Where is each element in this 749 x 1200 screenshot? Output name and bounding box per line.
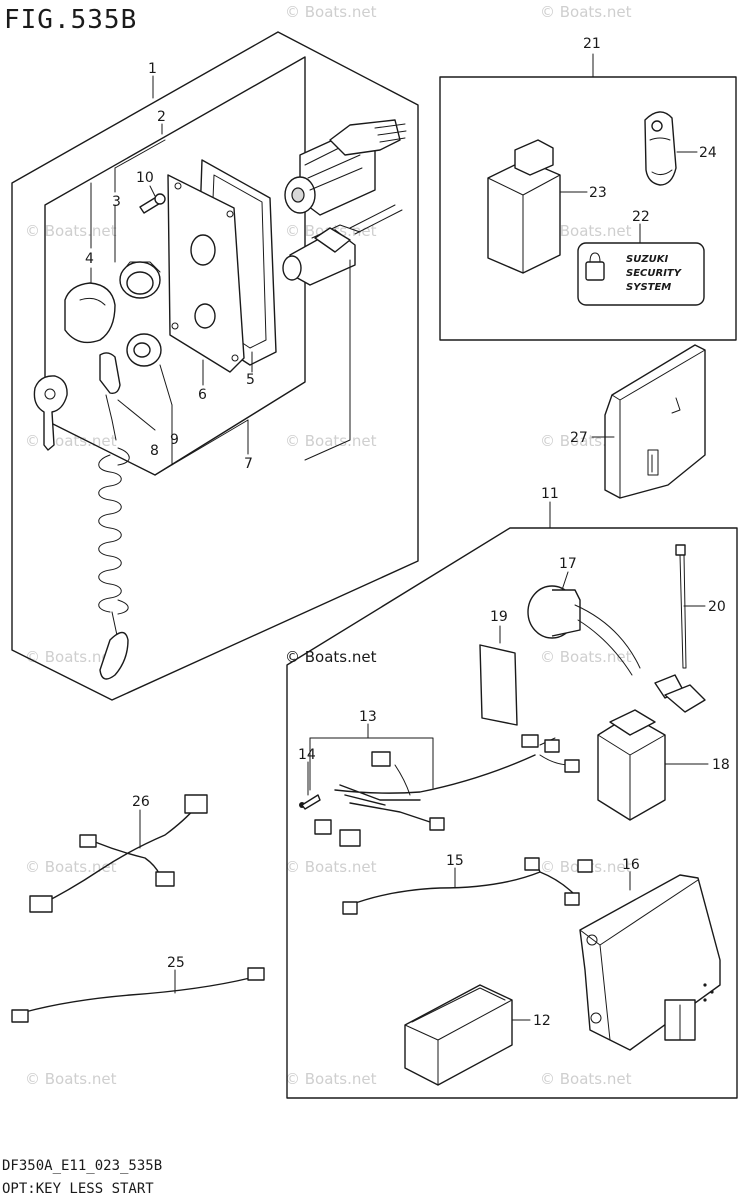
watermark: © Boats.net <box>25 222 117 240</box>
coil-cord <box>98 447 130 680</box>
watermark: © Boats.net <box>285 1070 377 1088</box>
watermark: © Boats.net <box>540 648 632 666</box>
leader-9 <box>159 364 173 406</box>
callout-21: 21 <box>583 36 601 52</box>
harness-13 <box>334 754 536 823</box>
callout-8: 8 <box>150 443 159 459</box>
leader-8 <box>117 399 156 431</box>
part-26-harness <box>29 794 208 913</box>
box-11-outline <box>286 527 738 1099</box>
leader-10 <box>149 185 156 197</box>
callout-23: 23 <box>589 185 607 201</box>
callout-7: 7 <box>244 456 253 472</box>
callout-26: 26 <box>132 794 150 810</box>
watermark: © Boats.net <box>25 432 117 450</box>
cable-tie-20 <box>675 544 686 556</box>
fob-24 <box>644 111 677 186</box>
figure-title: FIG.535B <box>4 5 137 35</box>
watermark: © Boats.net <box>25 648 117 666</box>
module-23 <box>487 159 561 274</box>
callout-5: 5 <box>246 372 255 388</box>
callout-4: 4 <box>85 251 94 267</box>
callout-20: 20 <box>708 599 726 615</box>
case-12 <box>404 984 513 1086</box>
callout-25: 25 <box>167 955 185 971</box>
watermark: © Boats.net <box>285 432 377 450</box>
callout-9: 9 <box>170 432 179 448</box>
mount-plate-6 <box>167 174 245 373</box>
callout-labels: 1 2 3 4 5 6 7 8 9 10 11 12 13 14 15 16 1… <box>85 36 730 1029</box>
callout-10: 10 <box>136 170 154 186</box>
bracket-16 <box>579 874 721 1051</box>
callout-19: 19 <box>490 609 508 625</box>
watermark: © Boats.net <box>540 3 632 21</box>
callout-6: 6 <box>198 387 207 403</box>
security-logo-line2: SECURITY <box>626 268 683 279</box>
group-1-key-switch-kit <box>11 31 419 701</box>
watermark: © Boats.net <box>25 858 117 876</box>
watermark: © Boats.net <box>540 1070 632 1088</box>
callout-12: 12 <box>533 1013 551 1029</box>
part-27-control-unit <box>591 344 706 499</box>
leader-13 <box>309 737 434 789</box>
part-25-harness <box>11 967 265 1023</box>
callout-14: 14 <box>298 747 316 763</box>
group-11-harness-kit <box>286 501 738 1099</box>
callout-16: 16 <box>622 857 640 873</box>
callout-27: 27 <box>570 430 588 446</box>
snap-hook <box>99 631 129 680</box>
watermark: © Boats.net <box>25 1070 117 1088</box>
watermark: © Boats.net <box>285 858 377 876</box>
security-logo-line1: SUZUKI <box>626 254 668 265</box>
box-21-outline <box>439 76 737 341</box>
callout-22: 22 <box>632 209 650 225</box>
lanyard-clip-8 <box>99 352 121 395</box>
box-7-leader <box>154 419 249 476</box>
callout-13: 13 <box>359 709 377 725</box>
group-21-security-system: SUZUKI SECURITY SYSTEM <box>439 53 737 341</box>
knob-4 <box>64 282 116 344</box>
callout-18: 18 <box>712 757 730 773</box>
watermark: © Boats.net <box>540 222 632 240</box>
callout-11: 11 <box>541 486 559 502</box>
callout-1: 1 <box>148 61 157 77</box>
padlock-icon <box>585 261 605 281</box>
callout-15: 15 <box>446 853 464 869</box>
key-switch-assembly <box>284 119 407 216</box>
box-1-outline <box>11 31 419 701</box>
sticker-22 <box>577 242 705 306</box>
footer-caption: OPT:KEY LESS START <box>2 1181 154 1197</box>
callout-24: 24 <box>699 145 717 161</box>
stop-switch-assembly <box>282 204 403 286</box>
footer-code: DF350A_E11_023_535B <box>2 1158 162 1174</box>
callout-2: 2 <box>157 109 166 125</box>
screw-14 <box>301 794 321 810</box>
callout-3: 3 <box>112 194 121 210</box>
leader-17 <box>561 571 569 591</box>
card-19 <box>479 644 518 726</box>
key-fob <box>33 375 68 451</box>
watermark: © Boats.net <box>285 3 377 21</box>
security-logo-line3: SYSTEM <box>626 282 671 293</box>
callout-17: 17 <box>559 556 577 572</box>
